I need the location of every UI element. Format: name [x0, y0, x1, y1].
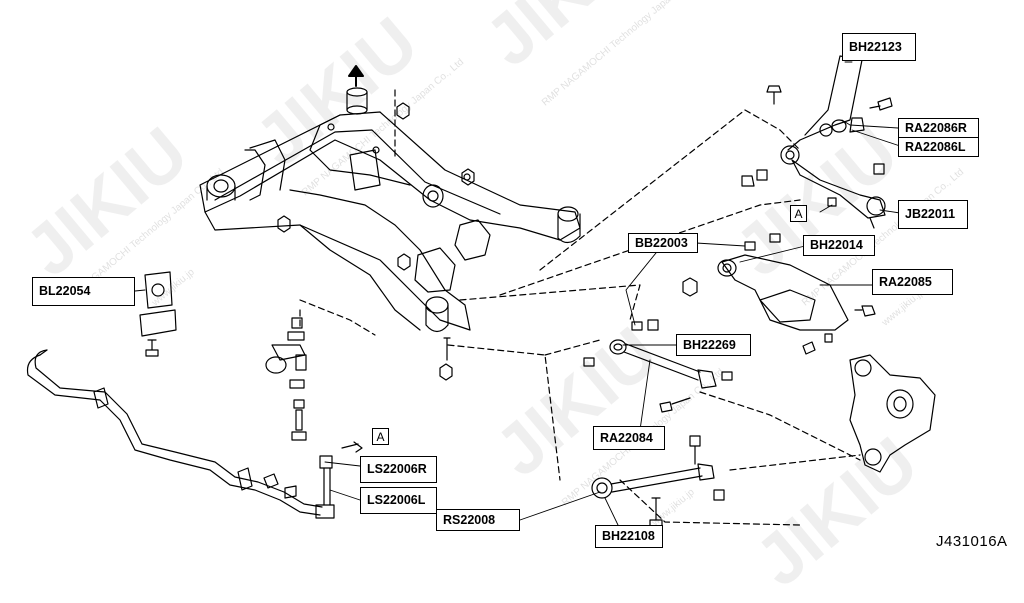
- callout-bb22003[interactable]: BB22003: [628, 233, 698, 253]
- toe-arm-illustration: [583, 319, 733, 413]
- diagram-canvas: JIKIU JIKIU JIKIU JIKIU JIKIU JIKIU RMP …: [11, 0, 1008, 602]
- lower-arm-illustration: [682, 233, 876, 355]
- lateral-link-illustration: [591, 435, 725, 529]
- callout-bh22108[interactable]: BH22108: [595, 525, 663, 548]
- callout-ra22085[interactable]: RA22085: [872, 269, 953, 295]
- knuckle-illustration: [849, 354, 936, 473]
- leader-lines: [134, 61, 901, 526]
- callout-rs22008[interactable]: RS22008: [436, 509, 520, 531]
- callout-ra22084[interactable]: RA22084: [593, 426, 665, 450]
- reference-lines: [299, 89, 861, 526]
- callout-ra22086r[interactable]: RA22086R: [898, 118, 979, 138]
- view-marker-a: A: [372, 428, 389, 445]
- callout-ra22086l[interactable]: RA22086L: [898, 137, 979, 157]
- upper-arm-illustration: [741, 55, 893, 229]
- stabilizer-link-illustration: [265, 317, 363, 519]
- stabilizer-bar-illustration: [26, 271, 323, 516]
- callout-bl22054[interactable]: BL22054: [32, 277, 135, 306]
- suspension-diagram-drawing: [26, 55, 936, 529]
- callout-bh22123[interactable]: BH22123: [842, 33, 916, 61]
- callout-ls22006l[interactable]: LS22006L: [360, 487, 437, 514]
- callout-bh22269[interactable]: BH22269: [676, 334, 751, 356]
- callout-jb22011[interactable]: JB22011: [898, 200, 968, 229]
- view-marker-a: A: [790, 205, 807, 222]
- callout-bh22014[interactable]: BH22014: [803, 235, 875, 256]
- callout-ls22006r[interactable]: LS22006R: [360, 456, 437, 483]
- rear-subframe-illustration: [199, 65, 581, 381]
- document-number: J431016A: [936, 533, 1008, 550]
